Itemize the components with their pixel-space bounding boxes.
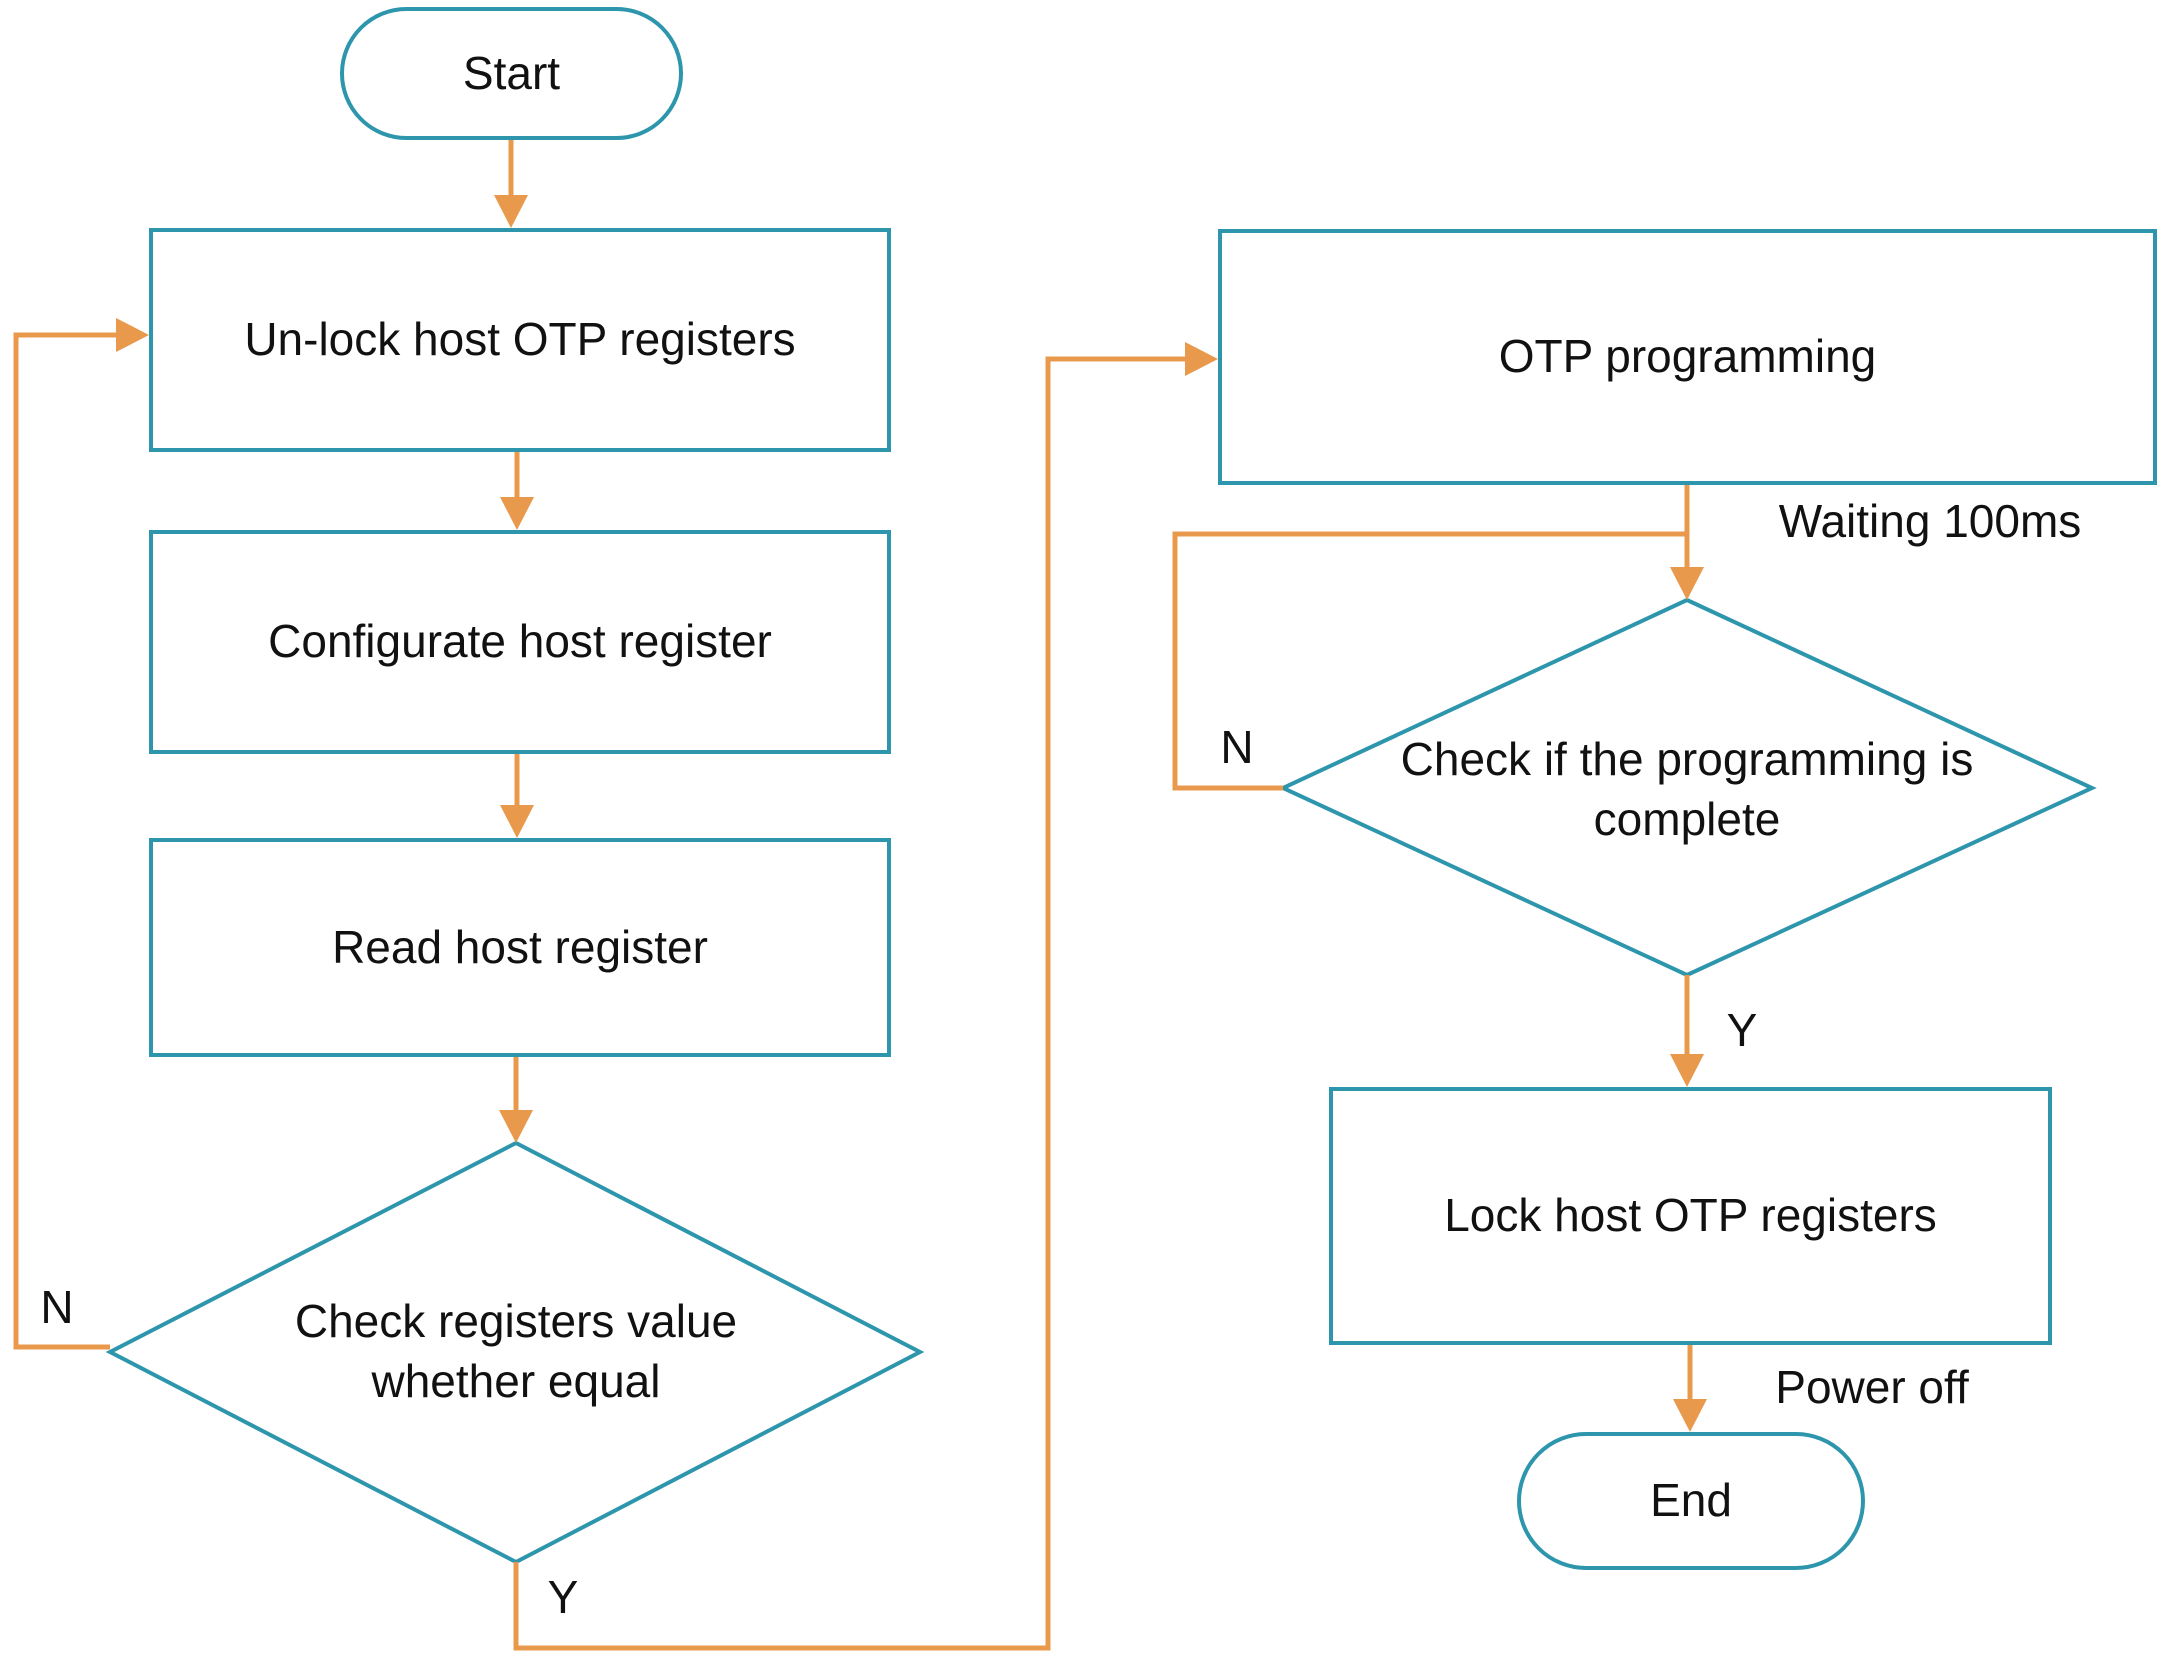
waiting-label: Waiting 100ms xyxy=(1778,495,2082,547)
lock-label: Lock host OTP registers xyxy=(1444,1189,1937,1242)
arrowhead-into-configurate xyxy=(500,497,534,530)
arrowhead-into-read xyxy=(500,805,534,838)
end-label: End xyxy=(1650,1474,1732,1527)
arrowhead-into-unlock xyxy=(494,195,528,228)
decision-check-registers-shape xyxy=(105,1140,925,1565)
read-node: Read host register xyxy=(149,838,891,1057)
arrowhead-into-otp xyxy=(1185,342,1218,376)
arrowhead-into-check-complete xyxy=(1670,567,1704,600)
arrowhead-into-check-registers xyxy=(499,1110,533,1143)
configurate-label: Configurate host register xyxy=(268,615,772,668)
check-complete-no-label: N xyxy=(1220,721,1254,773)
start-label: Start xyxy=(462,46,561,99)
start-node: Start xyxy=(340,7,683,140)
edge-check-registers-yes-to-otp xyxy=(513,356,1188,1651)
check-registers-yes-label: Y xyxy=(547,1571,579,1623)
unlock-label: Un-lock host OTP registers xyxy=(244,313,796,366)
configurate-node: Configurate host register xyxy=(149,530,891,754)
arrowhead-no-loop-into-unlock xyxy=(116,318,149,352)
otp-programming-node: OTP programming xyxy=(1218,229,2157,485)
read-label: Read host register xyxy=(332,920,708,973)
arrowhead-into-end xyxy=(1673,1399,1707,1432)
edge-check-registers-no-loop xyxy=(13,332,119,1350)
check-registers-no-label: N xyxy=(40,1281,74,1333)
unlock-node: Un-lock host OTP registers xyxy=(149,228,891,452)
otp-programming-label: OTP programming xyxy=(1498,330,1877,383)
edge-check-complete-no-loop xyxy=(1172,531,1687,791)
arrowhead-into-lock xyxy=(1670,1054,1704,1087)
check-complete-yes-label: Y xyxy=(1726,1004,1758,1056)
end-node: End xyxy=(1517,1432,1865,1570)
decision-check-complete-shape xyxy=(1278,597,2097,978)
power-off-label: Power off xyxy=(1775,1361,1969,1413)
lock-node: Lock host OTP registers xyxy=(1329,1087,2052,1345)
